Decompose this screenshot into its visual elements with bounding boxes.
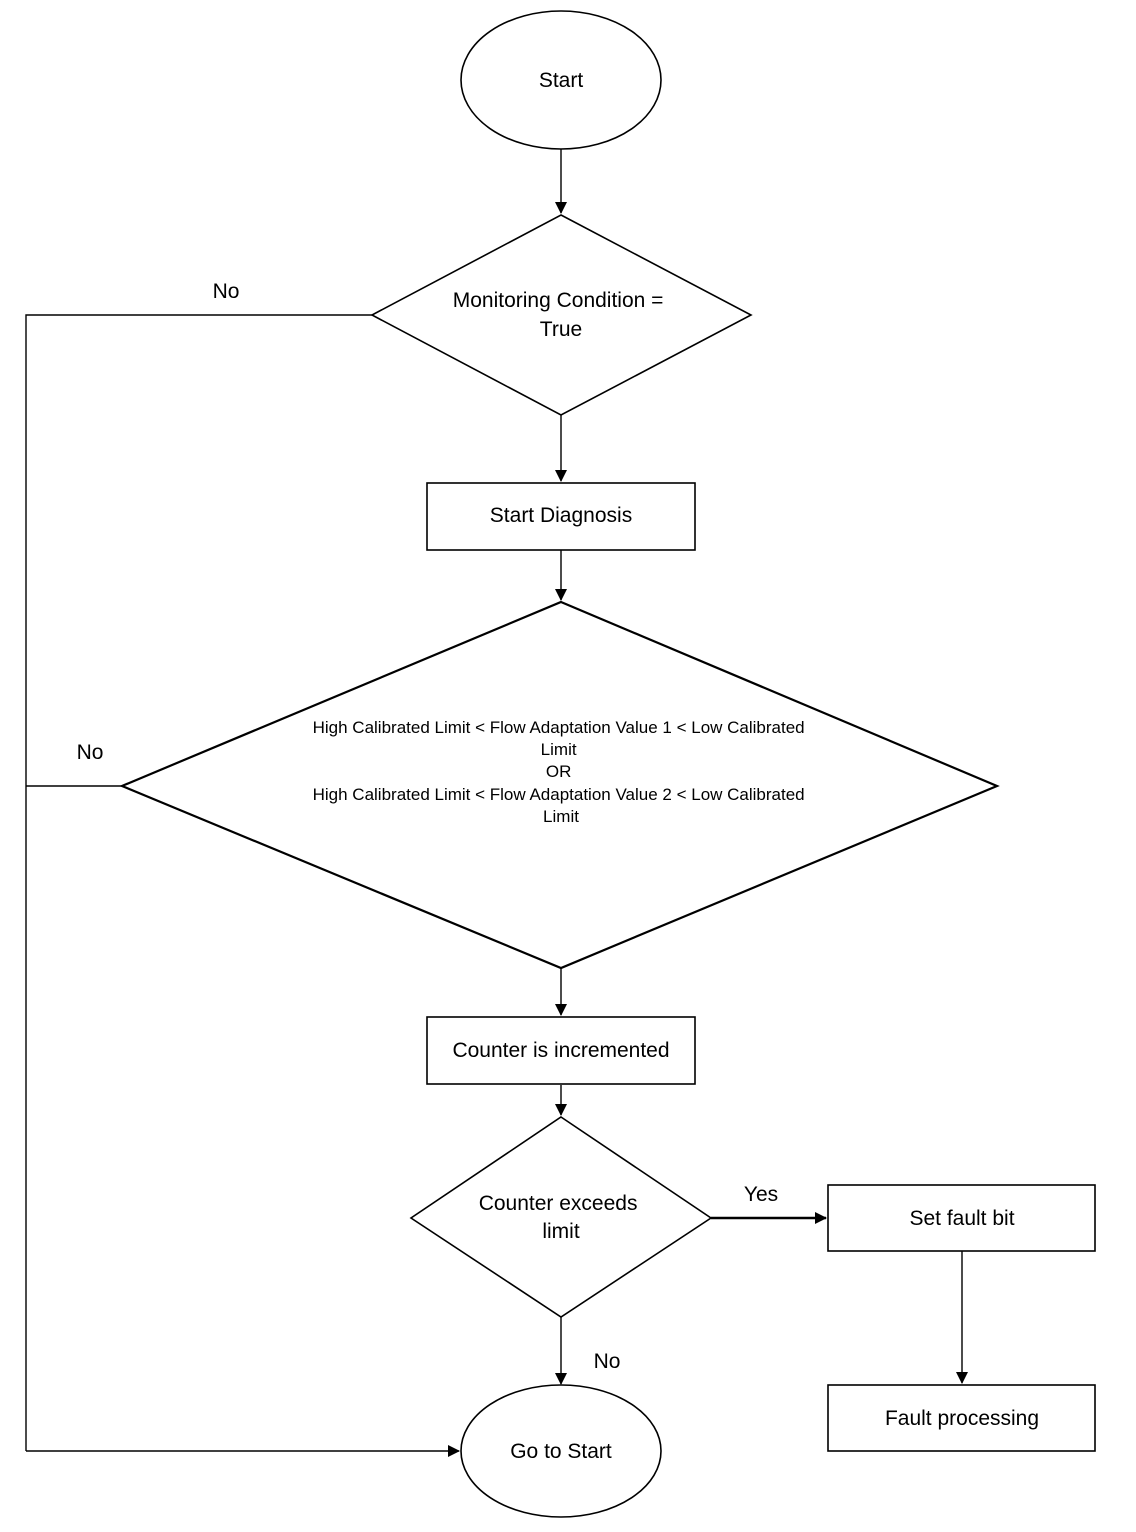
flow-check-diamond [119,600,1000,970]
start-diagnosis-node: Start Diagnosis [426,482,696,551]
counter-exceeds-line-1: Counter exceeds [479,1192,638,1215]
start-ellipse [460,10,662,150]
edge-labels: No No Yes No [77,280,779,1373]
counter-incremented-label: Counter is incremented [452,1039,669,1062]
counter-exceeds-node: Counter exceeds limit [409,1116,713,1318]
fault-processing-node: Fault processing [827,1384,1096,1452]
monitoring-condition-label: Monitoring Condition = True [453,289,670,341]
set-fault-bit-node: Set fault bit [827,1184,1096,1252]
fault-processing-label: Fault processing [885,1407,1039,1430]
set-fault-bit-box [827,1184,1096,1252]
flow-check-line-4: High Calibrated Limit < Flow Adaptation … [313,785,805,804]
go-to-start-ellipse [460,1384,662,1518]
start-diagnosis-label: Start Diagnosis [490,504,632,527]
go-to-start-node: Go to Start [460,1384,662,1518]
counter-exceeds-diamond [409,1116,713,1318]
flow-check-line-3: OR [546,762,572,781]
flow-check-no-label: No [77,741,104,764]
monitoring-condition-node: Monitoring Condition = True [370,214,753,416]
go-to-start-label: Go to Start [510,1440,612,1463]
monitoring-condition-line-2: True [540,318,582,341]
counter-incremented-node: Counter is incremented [426,1016,696,1085]
counter-yes-label: Yes [744,1183,778,1206]
start-diagnosis-box [426,482,696,551]
flow-check-line-5: Limit [543,807,579,826]
line-monitoring-no-loop [25,314,372,1451]
monitoring-condition-diamond [370,214,753,416]
fault-processing-box [827,1384,1096,1452]
flow-check-line-1: High Calibrated Limit < Flow Adaptation … [313,718,805,737]
monitoring-no-label: No [213,280,240,303]
flow-check-label: High Calibrated Limit < Flow Adaptation … [313,718,810,826]
counter-exceeds-label: Counter exceeds limit [479,1192,644,1243]
connectors [25,149,968,1457]
counter-exceeds-line-2: limit [542,1220,579,1243]
monitoring-condition-line-1: Monitoring Condition = [453,289,664,312]
set-fault-bit-label: Set fault bit [909,1207,1014,1230]
counter-incremented-box [426,1016,696,1085]
start-label: Start [539,69,584,92]
start-node: Start [460,10,662,150]
flow-check-node: High Calibrated Limit < Flow Adaptation … [119,600,1000,970]
counter-no-label: No [594,1350,621,1373]
flow-check-line-2: Limit [541,740,577,759]
